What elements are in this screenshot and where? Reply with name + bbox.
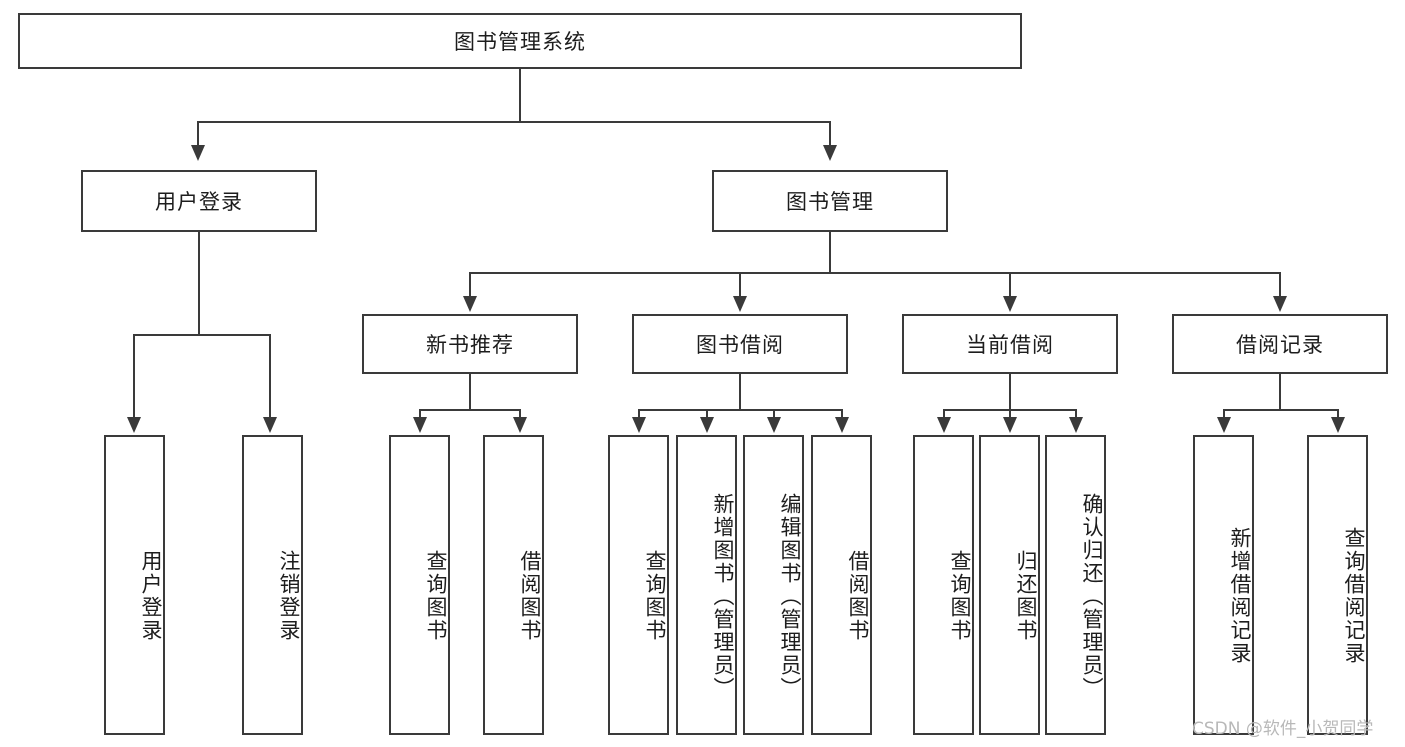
leaf-confirm-return-admin[interactable]: 确认归还（管理员） xyxy=(1045,435,1106,735)
leaf-add-borrow-record[interactable]: 新增借阅记录 xyxy=(1193,435,1254,735)
node-label: 新书推荐 xyxy=(426,333,514,357)
node-book-management[interactable]: 图书管理 xyxy=(712,170,948,232)
arrowhead-current-borrow xyxy=(1003,296,1017,312)
arrowhead-leaf-borrow-book-a xyxy=(513,417,527,433)
arrowhead-leaf-logout xyxy=(263,417,277,433)
leaf-borrow-book[interactable]: 借阅图书 xyxy=(811,435,872,735)
node-label: 查询图书 xyxy=(948,550,972,642)
connector-book-manage-stem xyxy=(829,232,831,273)
leaf-query-book-current[interactable]: 查询图书 xyxy=(913,435,974,735)
connector-to-book-borrow xyxy=(739,272,741,297)
arrowhead-leaf-return-book xyxy=(1003,417,1017,433)
leaf-add-book-admin[interactable]: 新增图书（管理员） xyxy=(676,435,737,735)
node-label: 借阅记录 xyxy=(1236,333,1324,357)
connector-level3-bus xyxy=(469,272,1280,274)
connector-borrow-record-leaf2 xyxy=(1337,409,1339,418)
arrowhead-leaf-query-book-a xyxy=(413,417,427,433)
node-current-borrow[interactable]: 当前借阅 xyxy=(902,314,1118,374)
node-label: 注销登录 xyxy=(277,550,301,642)
leaf-user-login[interactable]: 用户登录 xyxy=(104,435,165,735)
node-label: 借阅图书 xyxy=(846,550,870,642)
arrowhead-leaf-add-record xyxy=(1217,417,1231,433)
node-label: 归还图书 xyxy=(1014,550,1038,642)
arrowhead-leaf-borrow-book-b xyxy=(835,417,849,433)
connector-new-book-leaf2 xyxy=(519,409,521,418)
arrowhead-user-login xyxy=(191,145,205,161)
leaf-query-book-borrow[interactable]: 查询图书 xyxy=(608,435,669,735)
node-label: 查询图书 xyxy=(424,550,448,642)
connector-level2-bus xyxy=(197,121,831,123)
connector-new-book-leaf1 xyxy=(419,409,421,418)
arrowhead-leaf-query-book-c xyxy=(937,417,951,433)
connector-current-borrow-stem xyxy=(1009,374,1011,410)
node-label: 确认归还（管理员） xyxy=(1080,492,1104,700)
connector-book-borrow-bus xyxy=(638,409,843,411)
connector-current-borrow-leaf3 xyxy=(1075,409,1077,418)
node-label: 查询图书 xyxy=(643,550,667,642)
csdn-watermark: CSDN @软件_小贺同学 xyxy=(1192,719,1374,739)
connector-book-borrow-leaf4 xyxy=(841,409,843,418)
connector-user-login-leaf2 xyxy=(269,334,271,418)
node-label: 新增借阅记录 xyxy=(1228,527,1252,665)
leaf-borrow-book-recommend[interactable]: 借阅图书 xyxy=(483,435,544,735)
arrowhead-new-book xyxy=(463,296,477,312)
arrowhead-leaf-query-record xyxy=(1331,417,1345,433)
connector-new-book-bus xyxy=(419,409,521,411)
node-label: 图书管理系统 xyxy=(454,30,586,54)
connector-to-user-login xyxy=(197,121,199,146)
connector-user-login-leaf1 xyxy=(133,334,135,418)
connector-to-new-book xyxy=(469,272,471,297)
node-label: 当前借阅 xyxy=(966,333,1054,357)
arrowhead-leaf-confirm-return xyxy=(1069,417,1083,433)
leaf-return-book[interactable]: 归还图书 xyxy=(979,435,1040,735)
connector-to-book-manage xyxy=(829,121,831,146)
connector-book-borrow-leaf1 xyxy=(638,409,640,418)
node-label: 图书借阅 xyxy=(696,333,784,357)
connector-current-borrow-leaf1 xyxy=(943,409,945,418)
connector-book-borrow-leaf2 xyxy=(706,409,708,418)
node-label: 借阅图书 xyxy=(518,550,542,642)
connector-user-login-bus xyxy=(133,334,270,336)
node-label: 用户登录 xyxy=(155,190,243,214)
node-label: 编辑图书（管理员） xyxy=(778,492,802,700)
connector-borrow-record-stem xyxy=(1279,374,1281,410)
arrowhead-borrow-record xyxy=(1273,296,1287,312)
connector-to-borrow-record xyxy=(1279,272,1281,297)
arrowhead-leaf-add-book xyxy=(700,417,714,433)
node-label: 用户登录 xyxy=(139,550,163,642)
connector-borrow-record-bus xyxy=(1223,409,1339,411)
leaf-query-book-recommend[interactable]: 查询图书 xyxy=(389,435,450,735)
node-book-borrow[interactable]: 图书借阅 xyxy=(632,314,848,374)
arrowhead-leaf-query-book-b xyxy=(632,417,646,433)
leaf-edit-book-admin[interactable]: 编辑图书（管理员） xyxy=(743,435,804,735)
connector-book-borrow-stem xyxy=(739,374,741,410)
arrowhead-leaf-user-login xyxy=(127,417,141,433)
connector-to-current-borrow xyxy=(1009,272,1011,297)
connector-new-book-stem xyxy=(469,374,471,410)
arrowhead-leaf-edit-book xyxy=(767,417,781,433)
node-label: 新增图书（管理员） xyxy=(711,492,735,700)
arrowhead-book-borrow xyxy=(733,296,747,312)
node-new-book-recommend[interactable]: 新书推荐 xyxy=(362,314,578,374)
connector-root-stem xyxy=(519,69,521,122)
connector-user-login-stem xyxy=(198,232,200,335)
leaf-query-borrow-record[interactable]: 查询借阅记录 xyxy=(1307,435,1368,735)
leaf-logout[interactable]: 注销登录 xyxy=(242,435,303,735)
node-root-system[interactable]: 图书管理系统 xyxy=(18,13,1022,69)
node-user-login[interactable]: 用户登录 xyxy=(81,170,317,232)
connector-current-borrow-leaf2 xyxy=(1009,409,1011,418)
node-label: 查询借阅记录 xyxy=(1342,527,1366,665)
node-borrow-record[interactable]: 借阅记录 xyxy=(1172,314,1388,374)
connector-borrow-record-leaf1 xyxy=(1223,409,1225,418)
connector-book-borrow-leaf3 xyxy=(773,409,775,418)
node-label: 图书管理 xyxy=(786,190,874,214)
arrowhead-book-manage xyxy=(823,145,837,161)
